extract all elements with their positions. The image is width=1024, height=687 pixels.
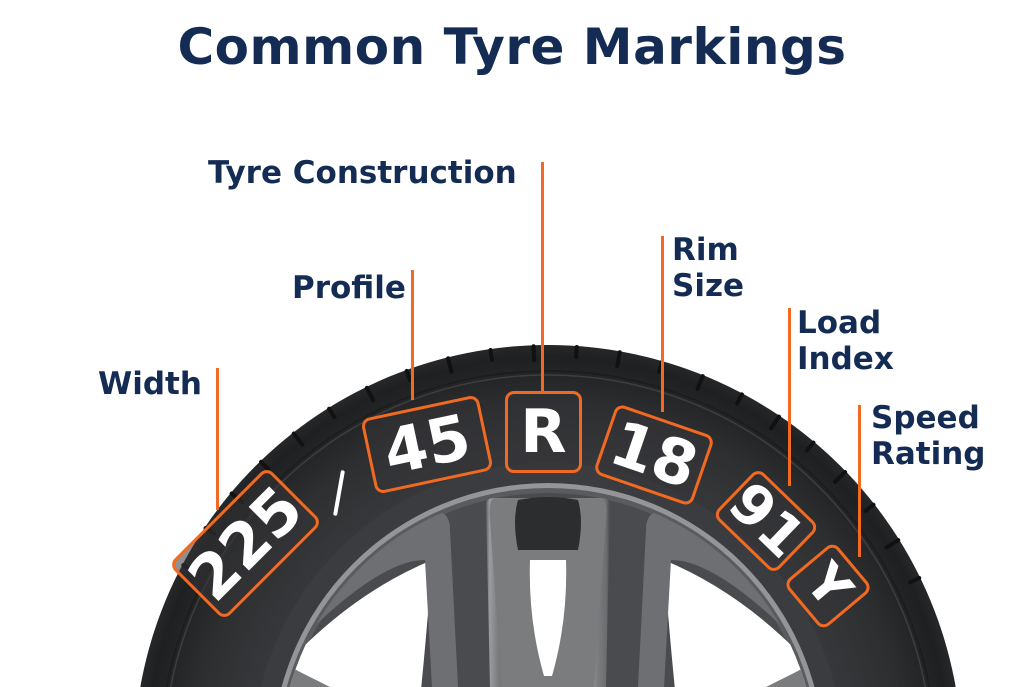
- label-profile: Profile: [292, 270, 406, 306]
- label-width: Width: [98, 366, 202, 402]
- marking-profile-value: 45: [377, 399, 477, 489]
- label-load-index: Load Index: [797, 305, 894, 377]
- callout-line-rim-size: [661, 236, 664, 412]
- label-speed-rating: Speed Rating: [871, 400, 986, 472]
- tread-notches: [181, 344, 922, 585]
- callout-line-construction: [541, 162, 544, 392]
- callout-line-profile: [411, 270, 414, 400]
- wheel-windows: [286, 560, 810, 687]
- page-title: Common Tyre Markings: [177, 18, 847, 76]
- marking-construction-box: R: [505, 391, 582, 473]
- marking-construction-value: R: [520, 397, 567, 467]
- callout-line-speed-rating: [858, 405, 861, 557]
- label-rim-size: Rim Size: [672, 232, 745, 304]
- callout-line-width: [216, 368, 219, 510]
- label-tyre-construction: Tyre Construction: [208, 155, 517, 191]
- callout-line-load-index: [788, 308, 791, 486]
- wheel-spokes: [280, 497, 816, 687]
